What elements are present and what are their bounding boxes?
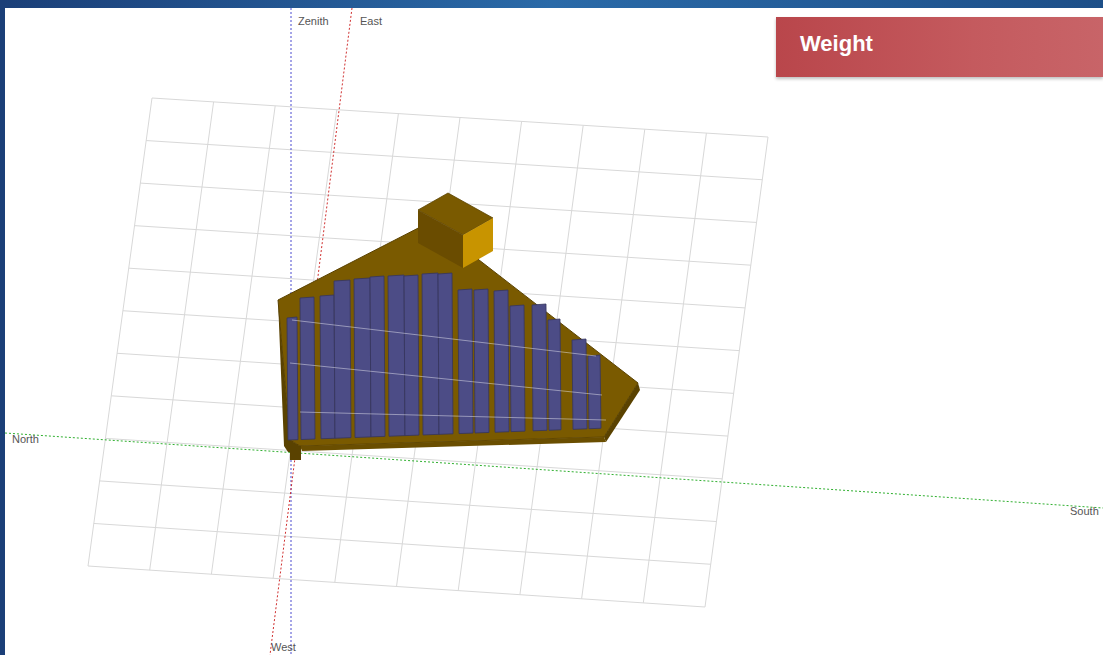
ground-grid: [88, 98, 768, 607]
banner-title: Weight: [800, 31, 1079, 57]
axis-label: Zenith: [298, 15, 329, 27]
chimney-box: [418, 193, 493, 268]
solar-panels: [287, 273, 606, 440]
axis-label: South: [1070, 505, 1099, 517]
frame-left: [0, 0, 5, 655]
frame-top: [0, 0, 1103, 8]
axis-label: East: [360, 15, 382, 27]
axis-label: North: [12, 433, 39, 445]
axis-label: West: [271, 641, 296, 653]
north-south-axis: [5, 433, 1103, 508]
title-banner: Weight: [776, 17, 1103, 77]
